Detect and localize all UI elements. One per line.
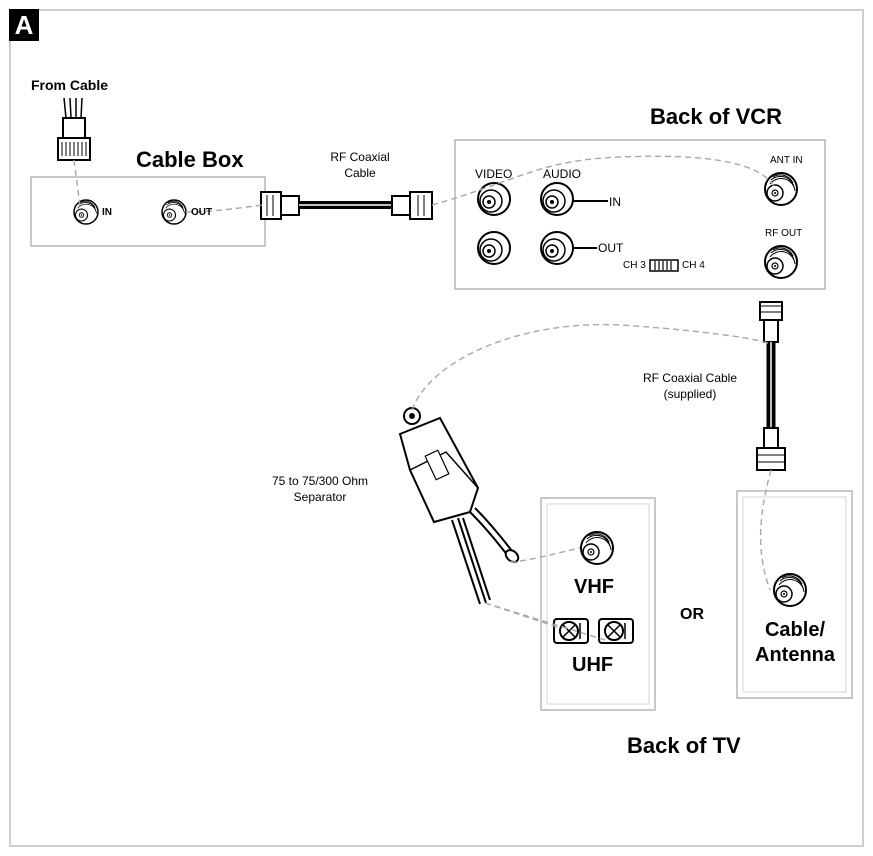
vcr-rf-out-label: RF OUT [765,228,803,239]
connection-lines [73,155,776,641]
tv-cable-antenna-jack [773,573,807,607]
vcr-ant-in-jack [764,172,798,206]
cable-box [30,176,266,247]
rf-coaxial-top-label-line2: Cable [344,166,376,180]
tv-uhf-terminal-left [553,618,589,644]
back-of-vcr-label: Back of VCR [650,104,783,129]
vcr-back-panel [454,139,826,290]
rf-coaxial-supplied-label-line1: RF Coaxial Cable [642,371,738,385]
uhf-label: UHF [572,654,614,676]
vcr-audio-in-jack [540,182,574,216]
cable-box-out-jack [161,199,187,225]
vcr-in-label: IN [609,195,621,209]
cable-antenna-label-line2: Antenna [755,644,835,666]
cable-antenna-label-line1: Cable/ [764,619,826,641]
rf-coaxial-supplied-label-line2: (supplied) [663,387,717,401]
cable-box-out-label: OUT [191,207,213,218]
vcr-video-out-jack [477,231,511,265]
vcr-ant-in-label: ANT IN [770,155,803,166]
separator-label-line1: 75 to 75/300 Ohm [271,474,369,488]
cable-box-label: Cable Box [136,147,244,172]
rf-coaxial-cable-supplied [756,301,786,471]
cable-box-in-label: IN [102,207,112,218]
incoming-cable-connector [57,97,91,161]
ohm-separator [398,407,520,605]
ch3-ch4-switch [649,259,679,272]
cable-box-in-jack [73,199,99,225]
separator-label-line2: Separator [293,490,347,504]
vcr-ch3-label: CH 3 [623,260,646,271]
vhf-label: VHF [574,576,614,598]
vcr-audio-label: AUDIO [543,167,582,181]
figure-badge: A [9,9,39,41]
vcr-out-label: OUT [598,241,624,255]
vcr-video-in-jack [477,182,511,216]
tv-vhf-jack [580,531,614,565]
back-of-tv-label: Back of TV [627,733,741,758]
from-cable-label: From Cable [31,77,109,93]
vcr-rf-out-jack [764,245,798,279]
vcr-video-label: VIDEO [475,167,513,181]
rf-coaxial-top-label-line1: RF Coaxial [330,150,390,164]
tv-back-panel-vhf-uhf [540,497,656,711]
rf-coaxial-cable-top [260,191,433,220]
vcr-ch4-label: CH 4 [682,260,705,271]
or-label: OR [680,606,704,623]
vcr-audio-out-jack [540,231,574,265]
